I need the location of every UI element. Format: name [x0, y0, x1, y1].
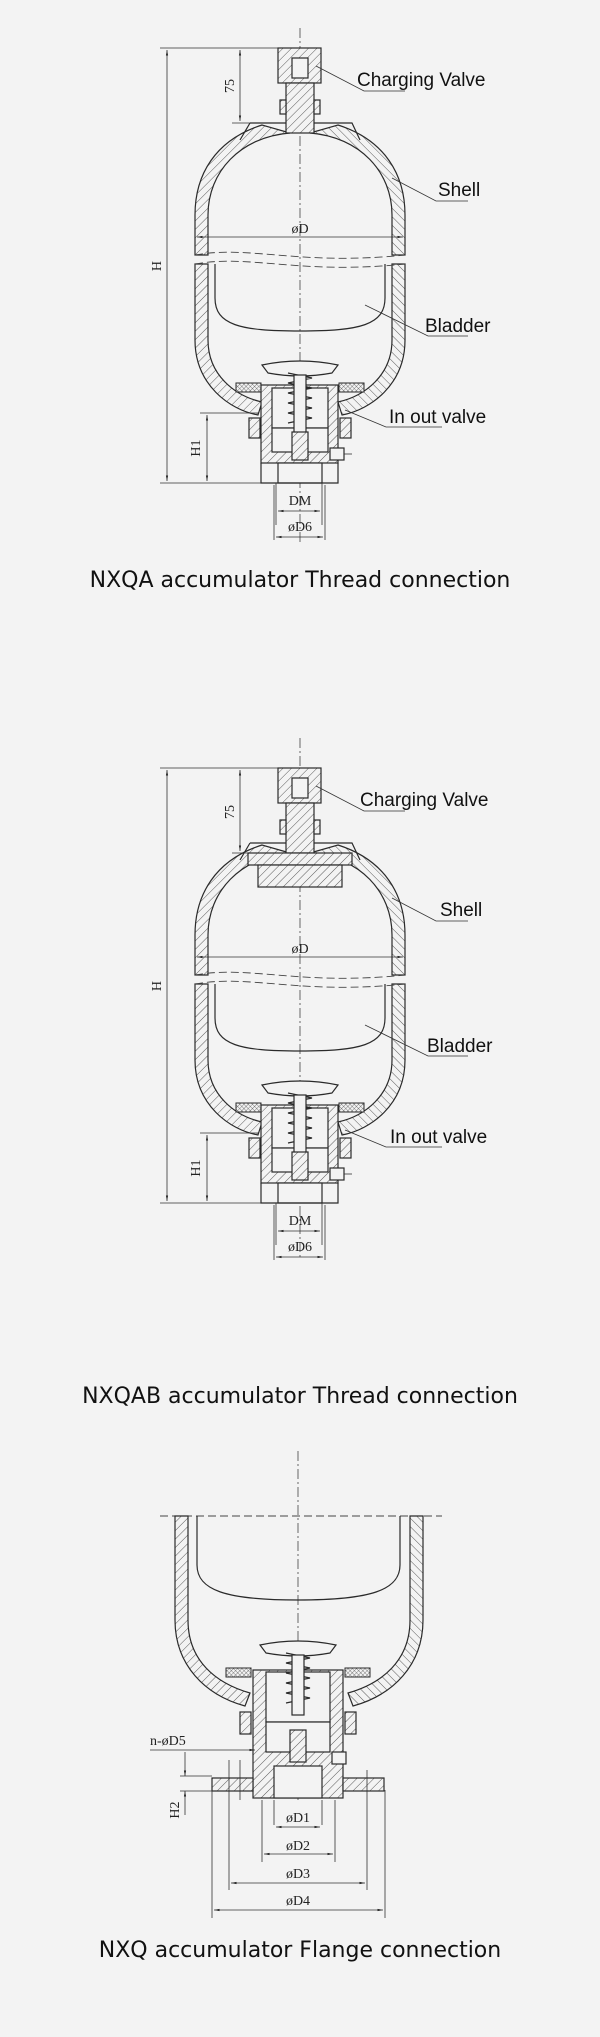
dim-od6: øD6: [288, 1240, 312, 1255]
caption-nxqab: NXQAB accumulator Thread connection: [82, 1384, 518, 1409]
figure-nxq-flange: n-øD5 H2 øD1 øD2 øD3 øD4: [150, 1451, 442, 1918]
dim-od6: øD6: [288, 520, 312, 535]
dim-od1: øD1: [286, 1811, 310, 1826]
dim-n-od5: n-øD5: [150, 1734, 186, 1749]
caption-nxq: NXQ accumulator Flange connection: [98, 1938, 502, 1963]
figure-nxqab-thread: øD H 75 H1 DM øD6 Charging Valve Shell B…: [150, 738, 493, 1260]
label-in-out-valve: In out valve: [389, 407, 486, 428]
label-bladder: Bladder: [427, 1036, 493, 1057]
dim-h1: H1: [189, 1159, 204, 1176]
dim-h: H: [150, 981, 165, 991]
dim-od3: øD3: [286, 1867, 310, 1882]
caption-nxqa: NXQA accumulator Thread connection: [89, 568, 511, 593]
label-charging-valve: Charging Valve: [360, 790, 489, 811]
label-in-out-valve: In out valve: [390, 1127, 487, 1148]
dim-75: 75: [223, 79, 238, 93]
dim-od: øD: [291, 942, 308, 957]
dim-od: øD: [291, 222, 308, 237]
dim-od4: øD4: [286, 1894, 310, 1909]
dim-dm: DM: [289, 1214, 312, 1229]
dim-dm: DM: [289, 494, 312, 509]
label-shell: Shell: [438, 180, 480, 201]
dim-75: 75: [223, 805, 238, 819]
dim-od2: øD2: [286, 1839, 310, 1854]
figure-nxqa-thread: øD H 75 H1 DM øD6 Charging Valve Shell B…: [150, 28, 491, 545]
label-charging-valve: Charging Valve: [357, 70, 486, 91]
dim-h: H: [150, 261, 165, 271]
label-bladder: Bladder: [425, 316, 491, 337]
dim-h2: H2: [168, 1801, 183, 1818]
dim-h1: H1: [189, 439, 204, 456]
label-shell: Shell: [440, 900, 482, 921]
